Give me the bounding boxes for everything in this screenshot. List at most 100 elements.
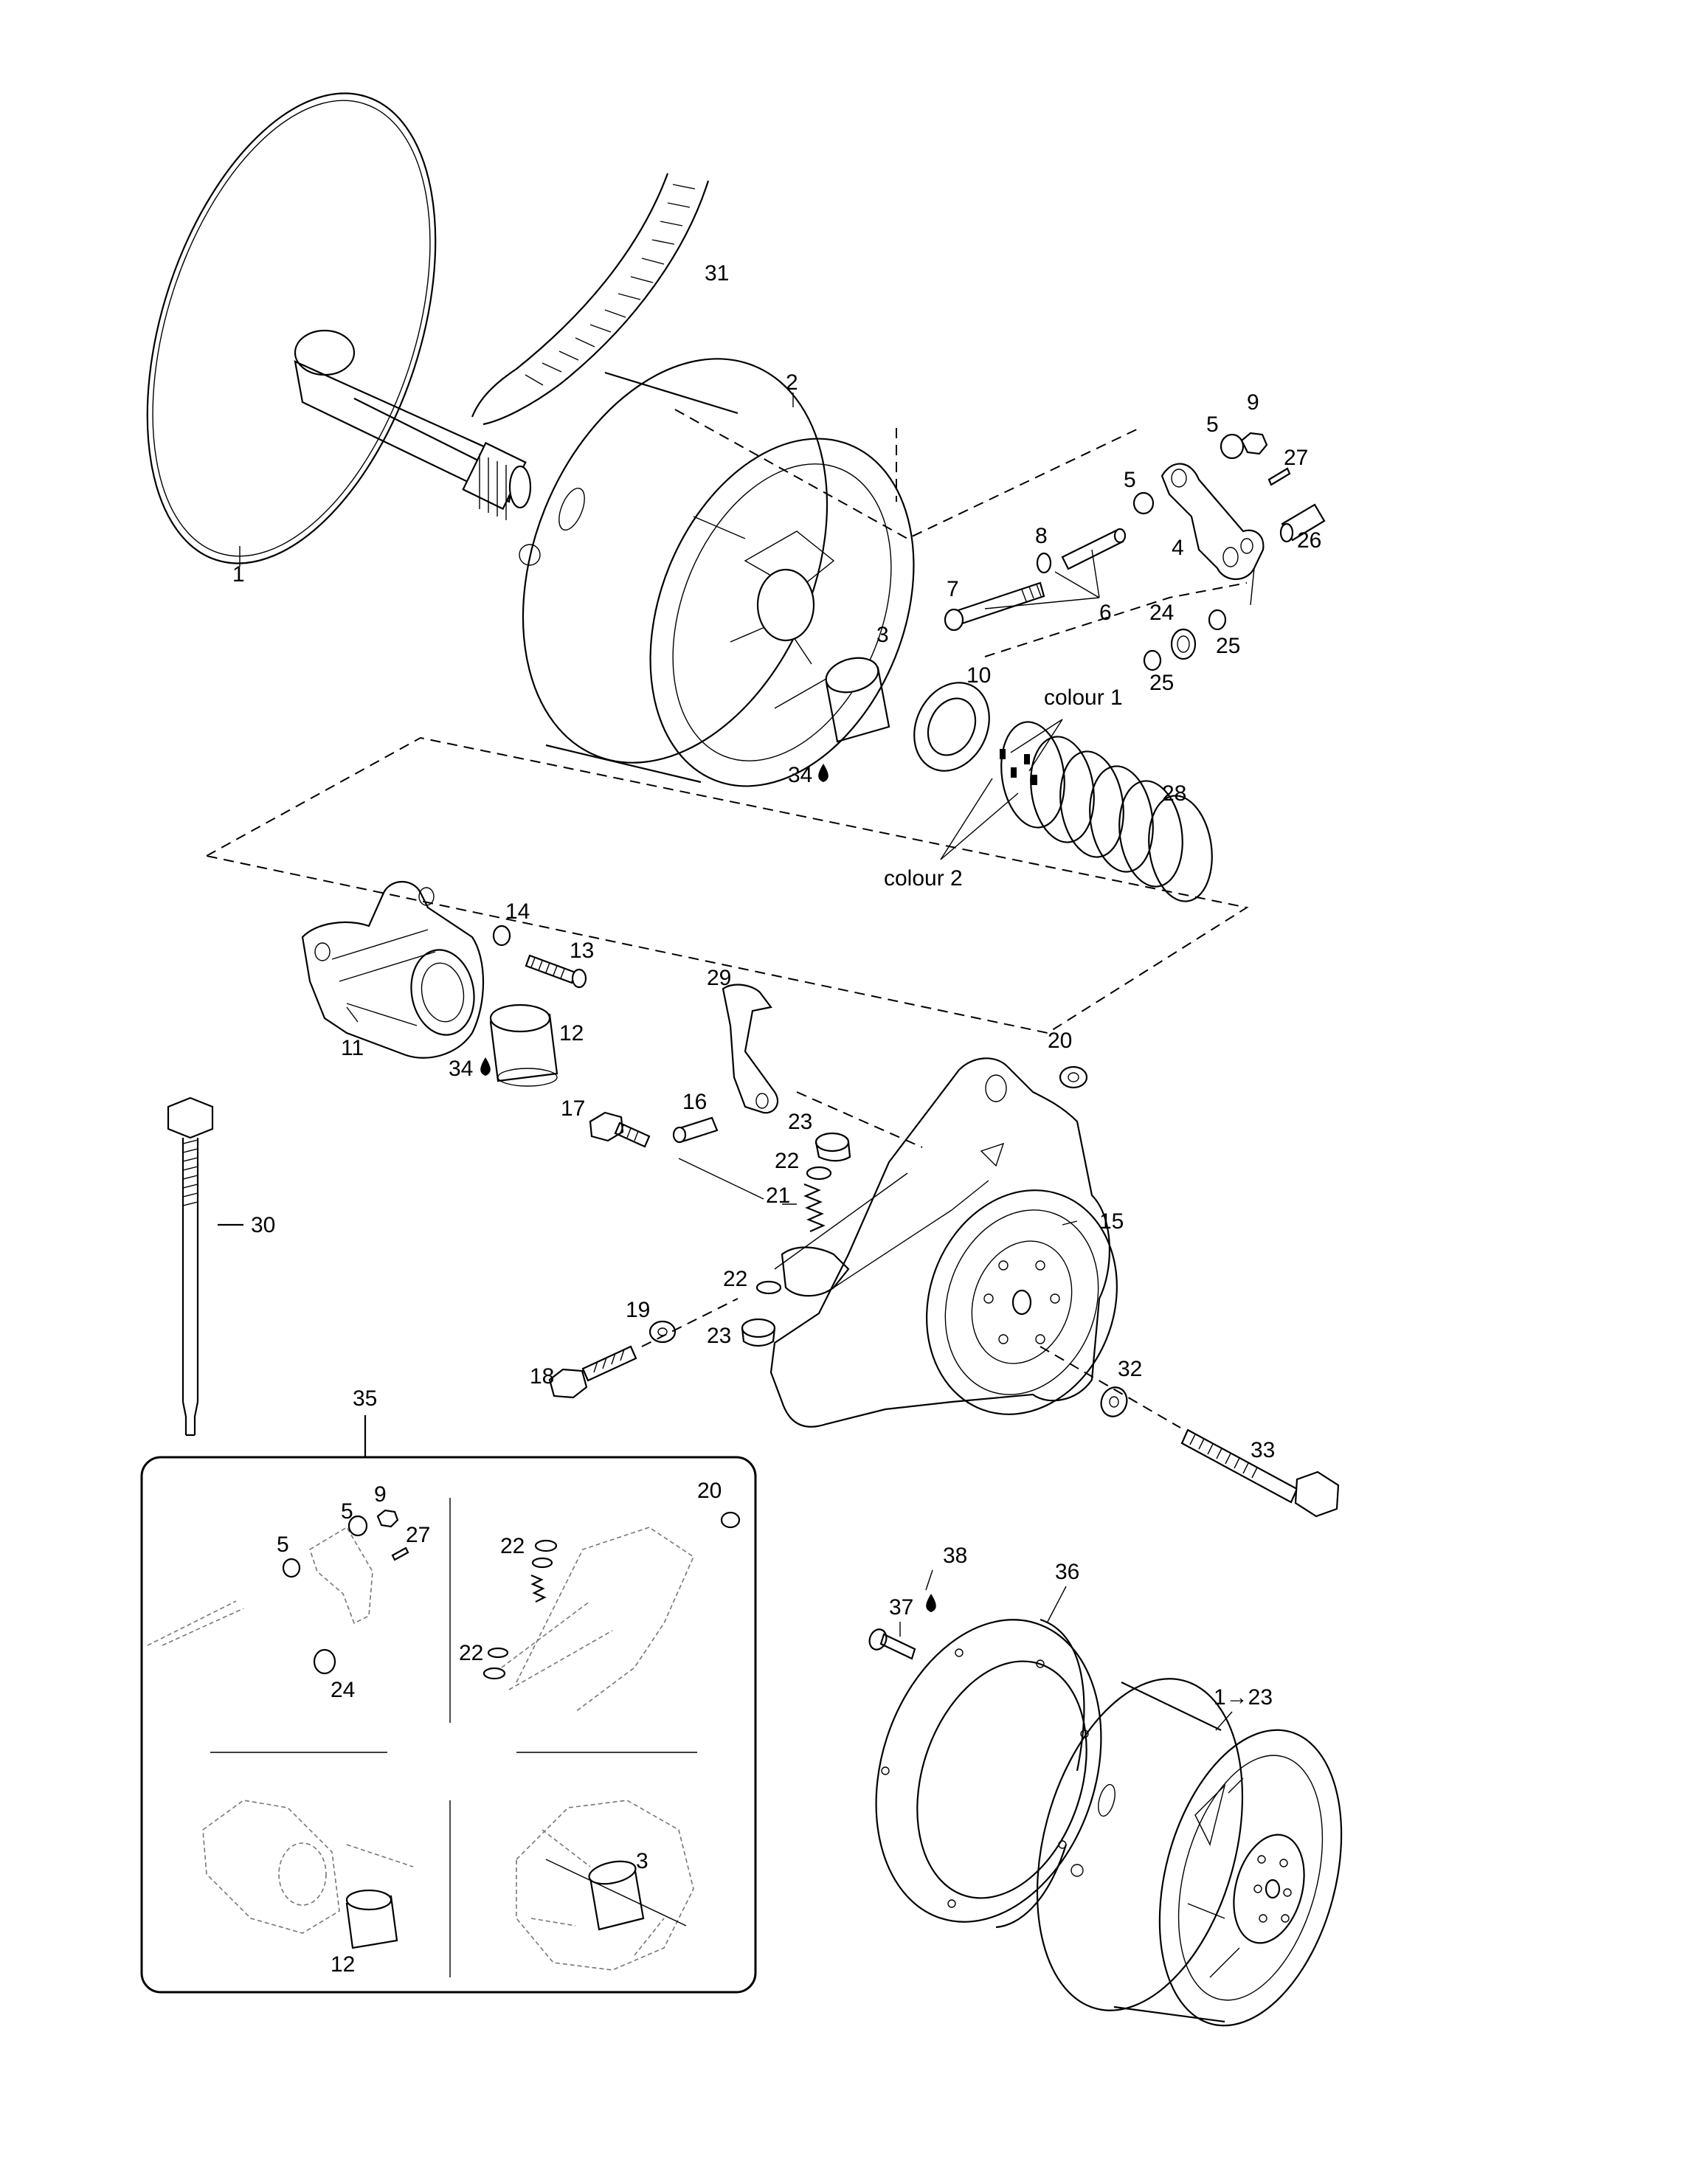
inset-q2-label-22a: 22: [500, 1534, 525, 1558]
label-colour-2: colour 2: [884, 866, 963, 891]
label-29: 29: [707, 966, 731, 990]
label-8: 8: [1035, 524, 1048, 548]
inset-q1-lever: [147, 1509, 409, 1675]
label-11: 11: [341, 1036, 364, 1060]
part-33-bolt: [1040, 1346, 1340, 1518]
label-15: 15: [1099, 1209, 1124, 1234]
inset-q2-label-20: 20: [697, 1479, 722, 1503]
part-34-grease-1: [818, 764, 829, 782]
inset-q3-label-12: 12: [331, 1952, 355, 1977]
part-24-roller: [1170, 628, 1197, 660]
part-11-spider: [301, 881, 485, 1059]
inset-kit-35: 9 5 27 5 24 20 22 22 12: [140, 1456, 757, 1994]
label-13: 13: [570, 939, 594, 963]
label-23a: 23: [788, 1110, 812, 1134]
part-16-pin: [672, 1116, 719, 1144]
part-36-cover: [875, 1586, 1102, 1929]
label-18: 18: [530, 1364, 554, 1389]
assembly-dash-lines: [204, 409, 1249, 1148]
part-25-washer: [1143, 609, 1227, 671]
label-20: 20: [1048, 1029, 1072, 1053]
label-34b: 34: [449, 1057, 473, 1081]
label-28: 28: [1162, 781, 1186, 806]
label-3: 3: [876, 623, 889, 647]
part-32-washer: [1100, 1386, 1128, 1417]
label-37: 37: [889, 1595, 913, 1620]
label-38: 38: [943, 1544, 967, 1568]
label-30: 30: [251, 1213, 275, 1237]
part-3-bushing: [825, 657, 890, 743]
inset-q4-label-3: 3: [636, 1849, 648, 1873]
label-34a: 34: [788, 763, 812, 787]
label-5b: 5: [1206, 412, 1219, 437]
part-23-cap-top: [814, 1132, 851, 1162]
label-36: 36: [1055, 1560, 1079, 1584]
inset-q4-drum: [516, 1800, 694, 1971]
label-25b: 25: [1149, 671, 1174, 695]
part-30-tool: [167, 1096, 243, 1437]
label-35: 35: [353, 1386, 377, 1411]
part-28-spring: [1000, 721, 1213, 902]
part-9-nut: [1240, 432, 1268, 455]
part-19-washer: [648, 1320, 677, 1344]
label-5a: 5: [1124, 468, 1136, 492]
label-16: 16: [682, 1090, 707, 1114]
part-29-lever: [722, 984, 779, 1114]
label-23b: 23: [707, 1324, 731, 1348]
part-13-screw: [525, 954, 587, 989]
label-22a: 22: [775, 1149, 799, 1173]
inset-q1-label-5b: 5: [277, 1532, 289, 1557]
label-26: 26: [1297, 528, 1321, 553]
inset-q1-label-24: 24: [331, 1678, 355, 1702]
label-27: 27: [1284, 446, 1308, 470]
part-10-washer: [913, 682, 990, 772]
part-26-axle: [1279, 503, 1326, 543]
part-6-sleeve: [984, 528, 1127, 609]
label-17: 17: [561, 1096, 585, 1121]
part-34-grease-2: [480, 1057, 491, 1076]
part-1to23-clutch-assembly: [1036, 1678, 1343, 2027]
part-17-screw: [589, 1111, 651, 1148]
part-14-washer: [492, 925, 511, 947]
inset-q2-label-22b: 22: [459, 1641, 483, 1665]
label-10: 10: [966, 663, 991, 688]
part-15-housing: [769, 1057, 1118, 1428]
label-12: 12: [559, 1021, 584, 1046]
label-14: 14: [505, 899, 530, 924]
label-7: 7: [947, 577, 959, 601]
part-7-pin: [944, 581, 1045, 632]
part-22-ring-bottom: [755, 1280, 782, 1295]
label-33: 33: [1251, 1438, 1275, 1462]
part-27-pin: [1267, 467, 1291, 486]
label-22b: 22: [723, 1267, 747, 1291]
part-20-cap: [1059, 1065, 1088, 1089]
colour-pointers: [940, 719, 1063, 860]
label-4: 4: [1172, 536, 1184, 560]
label-6: 6: [1099, 601, 1112, 625]
inset-q1-label-27: 27: [406, 1523, 430, 1547]
part-38-grease: [925, 1569, 936, 1612]
label-2: 2: [786, 370, 798, 395]
label-31: 31: [705, 261, 729, 286]
part-22-ring-top: [806, 1166, 832, 1181]
part-18-bolt: [548, 1298, 738, 1399]
part-23-cap-bottom: [741, 1318, 776, 1347]
inset-q2-springs: [482, 1511, 741, 1713]
part-37-screw: [868, 1622, 916, 1660]
label-32: 32: [1118, 1357, 1142, 1381]
label-1-to-23: 1→23: [1214, 1685, 1273, 1710]
label-21: 21: [766, 1183, 790, 1208]
part-21-spring: [678, 1158, 826, 1233]
label-24: 24: [1149, 601, 1174, 625]
inset-q1-label-9: 9: [374, 1482, 387, 1507]
label-9: 9: [1247, 390, 1259, 415]
part-8-washer: [1036, 552, 1052, 574]
label-25a: 25: [1216, 634, 1240, 658]
label-19: 19: [626, 1298, 650, 1322]
label-colour-1: colour 1: [1044, 685, 1123, 710]
part-1-sheave-shaft: [146, 92, 532, 567]
part-4-lever: [1160, 463, 1265, 606]
part-31-belt: [471, 173, 710, 426]
part-5-bushing: [1132, 433, 1245, 515]
